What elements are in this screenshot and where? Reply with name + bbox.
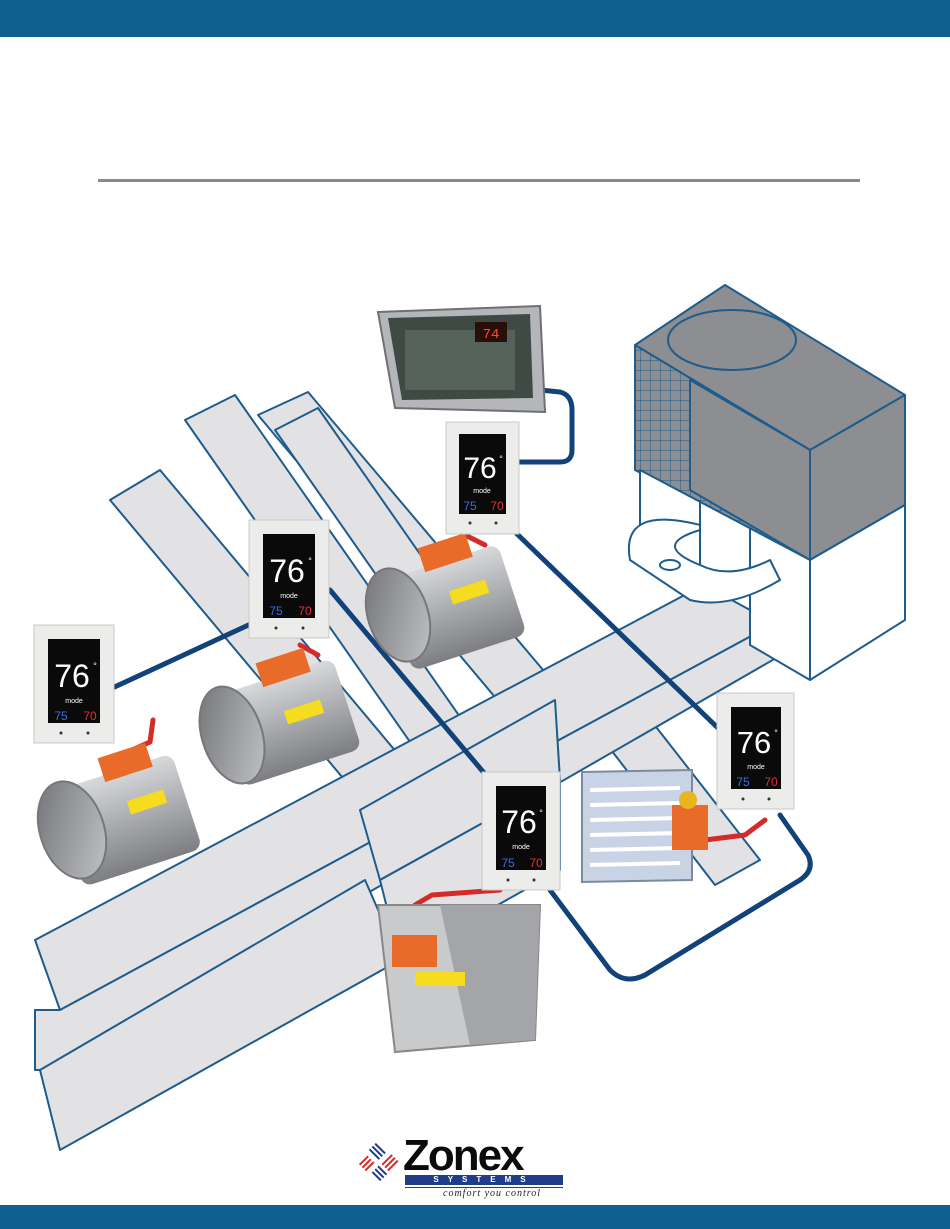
svg-text:76: 76 (269, 553, 305, 589)
logo-subtitle: SYSTEMS (405, 1175, 563, 1185)
svg-text:75: 75 (736, 775, 750, 789)
svg-text:°: ° (499, 454, 503, 464)
svg-text:mode: mode (473, 488, 491, 495)
thermostat-4: 76 ° mode 75 70 (717, 693, 794, 809)
bottom-banner (0, 1205, 950, 1229)
svg-text:76: 76 (463, 452, 496, 485)
svg-text:°: ° (308, 556, 312, 566)
rectangular-damper (582, 770, 708, 882)
svg-text:70: 70 (298, 604, 312, 618)
svg-text:70: 70 (764, 775, 778, 789)
controller-led-readout: 74 (483, 327, 500, 343)
svg-text:°: ° (774, 728, 778, 738)
svg-text:70: 70 (83, 709, 97, 723)
svg-text:°: ° (93, 661, 97, 671)
logo-wordmark: Zonex (403, 1131, 523, 1181)
svg-text:mode: mode (512, 844, 530, 851)
thermostat-3: 76 ° mode 75 70 (34, 625, 114, 743)
svg-text:70: 70 (529, 856, 543, 870)
logo-tagline: comfort you control (443, 1188, 541, 1199)
svg-text:76: 76 (737, 725, 771, 760)
zonex-logo: Zonex SYSTEMS comfort you control (355, 1135, 570, 1201)
svg-text:75: 75 (269, 604, 283, 618)
square-damper (378, 905, 540, 1052)
svg-text:75: 75 (54, 709, 68, 723)
svg-text:mode: mode (65, 698, 83, 705)
svg-text:70: 70 (490, 499, 504, 513)
svg-text:mode: mode (280, 593, 298, 600)
thermostat-2: 76 ° mode 75 70 (249, 520, 329, 638)
svg-text:75: 75 (463, 499, 477, 513)
logo-mark-icon (355, 1139, 401, 1185)
zone-control-panel: 74 (378, 306, 545, 412)
svg-text:mode: mode (747, 764, 765, 771)
thermostat-1: 76 ° mode 75 70 (446, 422, 519, 534)
svg-text:76: 76 (501, 804, 537, 840)
svg-text:75: 75 (501, 856, 515, 870)
thermostat-5: 76 ° mode 75 70 (482, 772, 560, 890)
zoning-diagram: 74 (0, 0, 950, 1200)
svg-text:°: ° (539, 808, 543, 818)
svg-text:76: 76 (54, 658, 90, 694)
